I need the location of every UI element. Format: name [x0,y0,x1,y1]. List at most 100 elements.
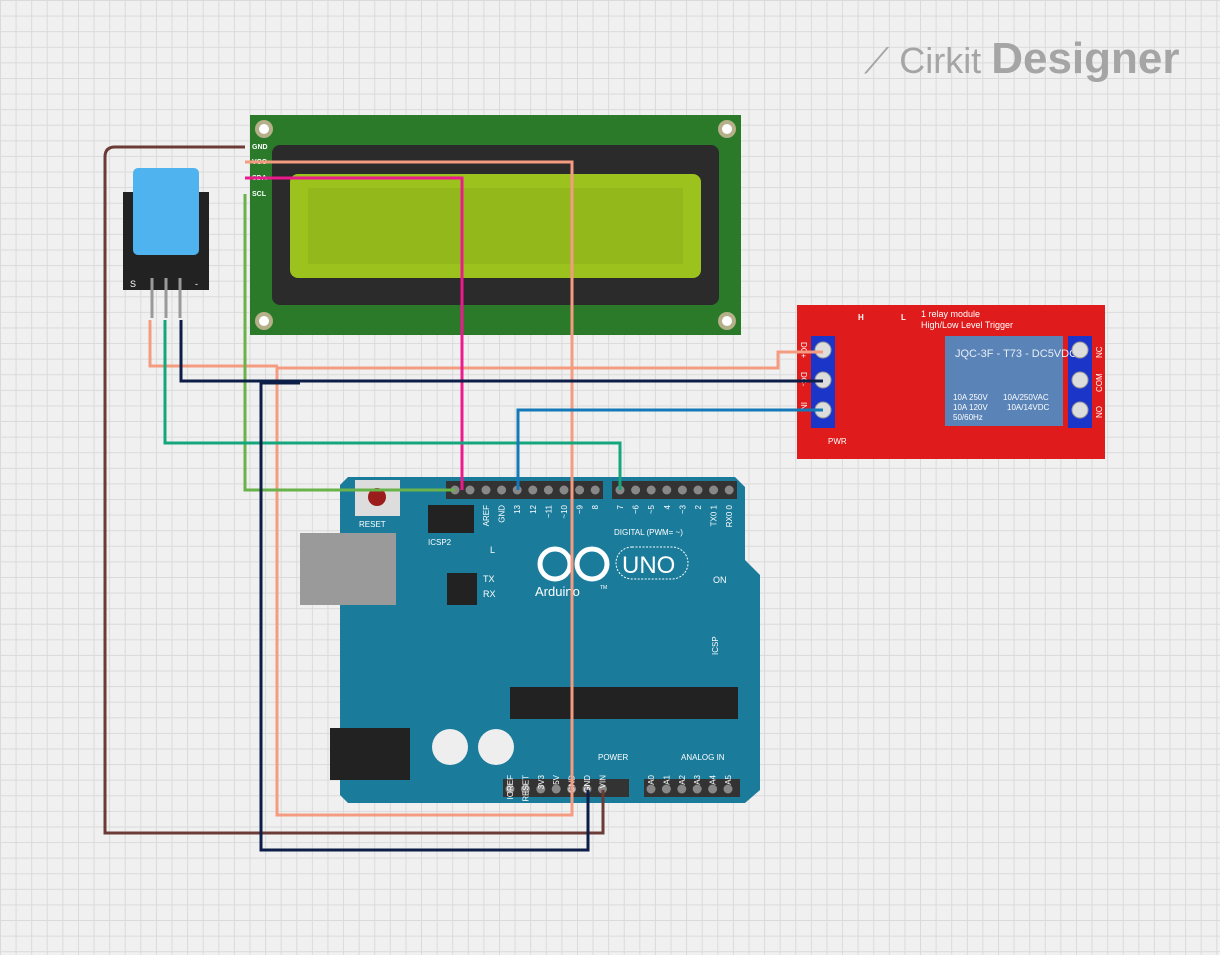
header-pin[interactable] [590,485,600,495]
relay-part-label: JQC-3F - T73 - DC5VDC [955,348,1077,360]
header-pin[interactable] [677,485,687,495]
led-l-label: L [490,545,495,555]
wire-dht-vcc[interactable] [148,320,278,368]
header-pin[interactable] [631,485,641,495]
dht11-sensor[interactable]: S - [123,168,209,318]
pin-label: ~9 [576,504,585,514]
relay-title: 1 relay module [921,309,980,319]
lcd-pin-scl: SCL [252,191,267,198]
led-tx-label: TX [483,574,495,584]
wire-sda[interactable] [245,176,464,490]
arduino-brand: Arduino [535,584,580,599]
pin-label: A0 [647,774,656,784]
pin-label: RX0 0 [725,504,734,527]
pin-label: GND [498,505,507,523]
relay-subtitle: High/Low Level Trigger [921,320,1013,330]
relay-module[interactable]: JQC-3F - T73 - DC5VDC 10A 250V 10A 120V … [797,305,1105,459]
pin-label: 8 [591,504,600,509]
pin-label: VIN [598,775,607,789]
relay-pin-nc: NC [1095,346,1104,358]
jumper-l: L [901,313,906,322]
trademark: TM [600,585,607,591]
led-rx-label: RX [483,589,496,599]
pin-label: A3 [693,774,702,784]
relay-pwr-label: PWR [828,437,847,446]
header-pin[interactable] [646,784,656,794]
header-pin[interactable] [543,485,553,495]
pin-label: ~10 [560,504,569,518]
dht-label-s: S [130,279,136,289]
analog-in-label: ANALOG IN [681,753,725,762]
pin-label: A5 [724,774,733,784]
header-pin[interactable] [497,485,507,495]
pin-label: GND [583,775,592,793]
pin-label: RESET [521,775,530,802]
header-pin[interactable] [662,485,672,495]
header-pin[interactable] [505,784,515,794]
cirkit-designer-logo: ⟋ Cirkit Designer [864,34,1180,83]
header-pin[interactable] [646,485,656,495]
pin-label: A1 [662,774,671,784]
jumper-h: H [858,313,864,322]
header-pin[interactable] [597,784,607,794]
relay-pin-com: COM [1095,373,1104,392]
wire-dht-gnd[interactable] [179,320,823,383]
relay-spec: 10A/14VDC [1007,403,1049,412]
wire-gnd[interactable] [103,145,605,835]
pin-label: 12 [529,504,538,513]
dht-label-minus: - [195,279,198,289]
digital-label: DIGITAL (PWM= ~) [614,528,683,537]
header-pin[interactable] [724,485,734,495]
relay-pin-dc-plus: DC+ [799,342,808,359]
header-pin[interactable] [536,784,546,794]
header-pin[interactable] [465,485,475,495]
relay-spec: 50/60Hz [953,413,983,422]
header-pin[interactable] [661,784,671,794]
pin-label: AREF [482,505,491,526]
header-pin[interactable] [708,784,718,794]
uno-logo: UNO [622,552,675,579]
pin-label: 5V [552,774,561,784]
relay-spec: 10A/250VAC [1003,393,1049,402]
header-pin[interactable] [692,784,702,794]
pin-label: 3V3 [537,774,546,789]
relay-spec: 10A 250V [953,393,988,402]
pin-label: A2 [678,774,687,784]
header-pin[interactable] [575,485,585,495]
wire-dht-data[interactable] [163,320,622,490]
pin-label: IOREF [506,775,515,800]
pin-label: 4 [663,504,672,509]
lcd-display[interactable]: GND VCC SDA SCL [250,115,741,335]
wire-relay-in[interactable] [516,408,823,490]
header-pin[interactable] [693,485,703,495]
reset-button-label: RESET [359,520,386,529]
wire-arduino-gnd[interactable] [259,381,590,852]
pin-label: 7 [616,504,625,509]
relay-pin-no: NO [1095,406,1104,418]
on-led-label: ON [713,575,727,585]
pin-label: ~3 [678,504,687,514]
wires [103,145,823,852]
pin-label: ~11 [544,504,553,518]
header-pin[interactable] [551,784,561,794]
relay-pin-in: IN [799,402,808,410]
icsp2-label: ICSP2 [428,538,452,547]
header-pin[interactable] [723,784,733,794]
wire-scl[interactable] [243,194,455,492]
pin-label: A4 [709,774,718,784]
header-pin[interactable] [481,485,491,495]
header-pin[interactable] [559,485,569,495]
pin-label: 2 [694,504,703,509]
power-label: POWER [598,753,628,762]
header-pin[interactable] [677,784,687,794]
relay-spec: 10A 120V [953,403,988,412]
wire-vcc[interactable] [245,160,823,817]
header-pin[interactable] [520,784,530,794]
header-pin[interactable] [709,485,719,495]
header-pin[interactable] [528,485,538,495]
lcd-pin-gnd: GND [252,144,268,151]
icsp-label: ICSP [711,636,720,655]
relay-pin-dc-minus: DC- [799,372,808,387]
